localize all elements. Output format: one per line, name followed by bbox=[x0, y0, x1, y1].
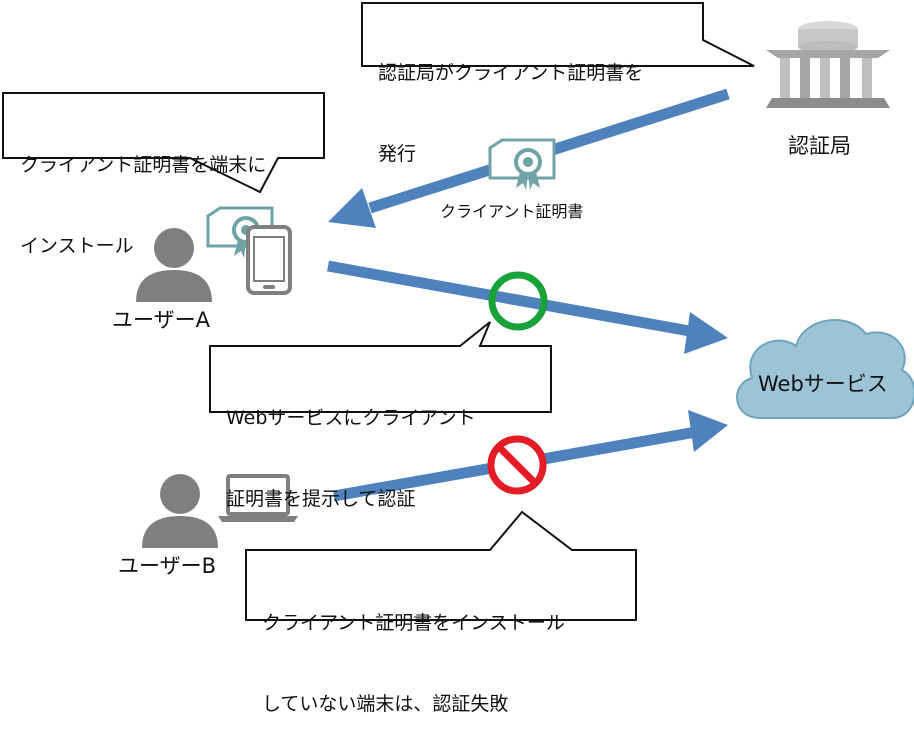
success-circle-icon bbox=[488, 271, 548, 331]
callout-install-line2: インストール bbox=[20, 235, 134, 257]
callout-fail bbox=[245, 510, 637, 621]
user-b-label: ユーザーB bbox=[118, 554, 216, 578]
callout-fail-line2: していない端末は、認証失敗 bbox=[262, 693, 509, 715]
callout-install-line1: クライアント証明書を端末に bbox=[20, 154, 267, 176]
arrow-user-a-to-web bbox=[327, 260, 728, 354]
callout-ca-issue-line2: 発行 bbox=[378, 143, 417, 165]
callout-install-text: クライアント証明書を端末に インストール bbox=[20, 98, 266, 287]
callout-present bbox=[209, 321, 552, 413]
callout-present-line1: Webサービスにクライアント bbox=[226, 407, 476, 429]
prohibited-icon bbox=[487, 435, 547, 495]
person-icon bbox=[136, 228, 212, 302]
diagram-canvas bbox=[2, 2, 914, 621]
laptop-icon bbox=[218, 474, 298, 522]
certificate-label: クライアント証明書 bbox=[440, 202, 584, 221]
cloud-icon bbox=[736, 319, 914, 419]
callout-present-text: Webサービスにクライアント 証明書を提示して認証 bbox=[226, 351, 476, 540]
callout-present-line2: 証明書を提示して認証 bbox=[226, 488, 416, 510]
person-icon bbox=[142, 474, 218, 548]
smartphone-icon bbox=[246, 225, 292, 295]
user-a-label: ユーザーA bbox=[112, 308, 210, 332]
certificate-icon bbox=[488, 138, 556, 190]
callout-ca-issue-text: 認証局がクライアント証明書を 発行 bbox=[378, 6, 643, 195]
callout-fail-text: クライアント証明書をインストール していない端末は、認証失敗 bbox=[262, 556, 565, 745]
callout-install bbox=[2, 92, 325, 194]
callout-fail-line1: クライアント証明書をインストール bbox=[262, 612, 565, 634]
ca-label: 認証局 bbox=[788, 134, 851, 158]
web-service-label: Webサービス bbox=[758, 372, 888, 396]
callout-ca-issue-line1: 認証局がクライアント証明書を bbox=[378, 62, 644, 84]
callout-ca-issue bbox=[361, 2, 755, 67]
building-icon bbox=[766, 21, 890, 108]
